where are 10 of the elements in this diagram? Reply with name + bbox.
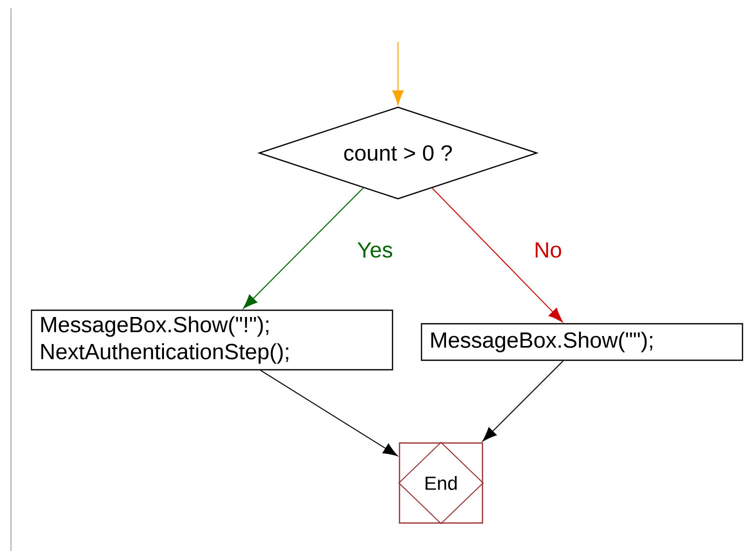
edge-label: Yes: [355, 240, 395, 260]
arrow: [243, 187, 364, 309]
arrow: [432, 188, 563, 322]
arrow: [260, 370, 398, 456]
edge-label: No: [532, 240, 564, 260]
arrow: [482, 360, 564, 442]
process-box: MessageBox.Show("");: [420, 323, 744, 361]
arrow: [392, 42, 404, 105]
end-terminator: End: [398, 442, 484, 524]
process-box: MessageBox.Show("!"); NextAuthenticationStep();: [30, 310, 394, 370]
